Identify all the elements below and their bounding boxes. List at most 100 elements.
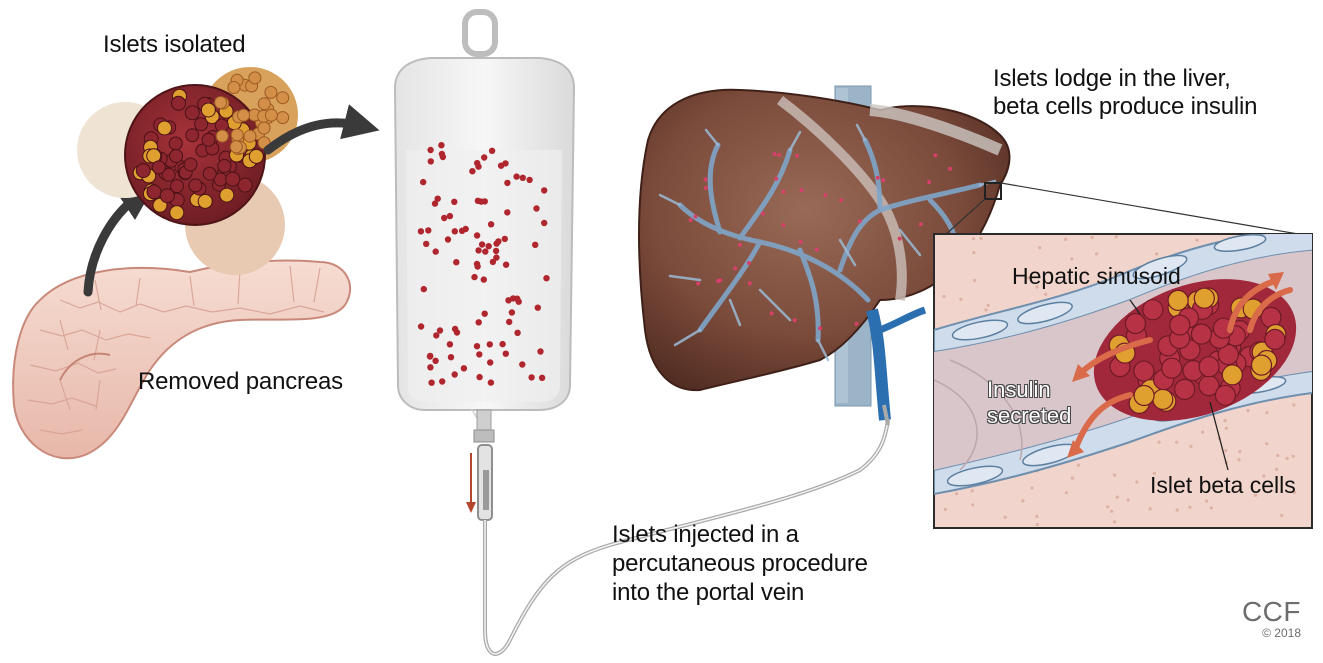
bag-islet-dot: [488, 379, 494, 385]
islet-cell: [249, 149, 263, 163]
bag-islet-dot: [476, 319, 482, 325]
islet-cell: [158, 121, 172, 135]
tissue-dot: [1071, 477, 1074, 480]
liver-islet-dot: [799, 240, 803, 244]
bag-islet-dot: [493, 248, 499, 254]
tissue-dot: [1224, 419, 1227, 422]
beta-cell: [1143, 300, 1163, 320]
label-liver-line1: Islets lodge in the liver,: [993, 64, 1231, 93]
label-insulin-line2: secreted: [987, 404, 1071, 428]
tissue-dot: [1095, 252, 1098, 255]
tissue-dot: [944, 508, 947, 511]
beta-cell: [1222, 365, 1242, 385]
tissue-dot: [1036, 523, 1039, 526]
bag-islet-dot: [498, 163, 504, 169]
tissue-dot: [1065, 491, 1068, 494]
tissue-dot: [1091, 236, 1094, 239]
tissue-dot: [1030, 486, 1033, 489]
bag-islet-dot: [503, 262, 509, 268]
islet-cluster: [77, 67, 298, 275]
liver-islet-dot: [823, 193, 827, 197]
islet-cell: [228, 82, 240, 94]
bag-islet-dot: [469, 168, 475, 174]
tissue-dot: [1113, 473, 1116, 476]
bag-islet-dot: [487, 341, 493, 347]
islet-cell: [170, 150, 183, 163]
bag-islet-dot: [510, 295, 516, 301]
liver-islet-dot: [694, 214, 698, 218]
tissue-dot: [1135, 480, 1138, 483]
bag-islet-dot: [543, 275, 549, 281]
islet-cell: [184, 158, 197, 171]
bag-islet-dot: [452, 228, 458, 234]
tissue-dot: [955, 492, 958, 495]
liver-islet-dot: [774, 177, 778, 181]
liver-islet-dot: [781, 223, 785, 227]
tissue-dot: [1110, 510, 1113, 513]
bag-islet-dot: [504, 209, 510, 215]
liver-islet-dot: [855, 322, 859, 326]
label-injected-line1: Islets injected in a: [612, 520, 799, 549]
label-islets-isolated: Islets isolated: [103, 30, 245, 59]
bag-islet-dot: [435, 196, 441, 202]
liver-islet-dot: [815, 248, 819, 252]
tissue-dot: [1246, 409, 1249, 412]
liver-islet-dot: [898, 237, 902, 241]
islet-cell: [249, 72, 261, 84]
tissue-dot: [1158, 441, 1161, 444]
islet-cell: [170, 206, 184, 220]
label-liver-line2: beta cells produce insulin: [993, 92, 1257, 121]
islet-cell: [152, 161, 165, 174]
bag-islet-dot: [459, 228, 465, 234]
islet-cell: [172, 96, 186, 110]
tissue-dot: [1038, 246, 1041, 249]
tissue-dot: [1127, 498, 1130, 501]
tissue-dot: [1021, 499, 1024, 502]
tissue-dot: [971, 503, 974, 506]
tissue-dot: [1044, 293, 1047, 296]
bag-islet-dot: [514, 330, 520, 336]
islet-cell: [216, 130, 228, 142]
label-islet-beta-cells: Islet beta cells: [1150, 472, 1296, 499]
bag-islet-dot: [535, 305, 541, 311]
liver-islet-dot: [777, 153, 781, 157]
bag-islet-dot: [427, 147, 433, 153]
liver-islet-dot: [773, 152, 777, 156]
liver-islet-dot: [748, 281, 752, 285]
islet-cell: [265, 86, 277, 98]
liver-islet-dot: [770, 311, 774, 315]
bag-islet-dot: [526, 177, 532, 183]
tissue-dot: [987, 304, 990, 307]
bag-islet-dot: [537, 348, 543, 354]
tissue-dot: [1155, 252, 1158, 255]
tissue-dot: [1265, 411, 1268, 414]
bag-islet-dot: [478, 198, 484, 204]
islet-cell: [136, 164, 150, 178]
bag-islet-dot: [423, 241, 429, 247]
bag-islet-dot: [520, 175, 526, 181]
islet-cell: [147, 185, 161, 199]
bag-islet-dot: [428, 380, 434, 386]
bag-islet-dot: [476, 351, 482, 357]
bag-islet-dot: [495, 238, 501, 244]
bag-islet-dot: [476, 374, 482, 380]
islet-cell: [198, 194, 212, 208]
liver-islet-dot: [704, 186, 708, 190]
bag-islet-dot: [513, 173, 519, 179]
tissue-dot: [972, 237, 975, 240]
tissue-dot: [1238, 450, 1241, 453]
liver-islet-dot: [733, 266, 737, 270]
bag-islet-dot: [499, 341, 505, 347]
islet-cell: [201, 103, 215, 117]
bag-islet-dot: [439, 378, 445, 384]
bag-islet-dot: [439, 151, 445, 157]
bag-islet-dot: [503, 351, 509, 357]
islet-cell: [226, 172, 240, 186]
beta-cell: [1134, 361, 1154, 381]
bag-islet-dot: [509, 309, 515, 315]
liver-islet-dot: [919, 222, 923, 226]
bag-islet-dot: [432, 358, 438, 364]
beta-cell: [1175, 379, 1195, 399]
bag-islet-dot: [474, 343, 480, 349]
credit-org: CCF: [1242, 598, 1301, 626]
